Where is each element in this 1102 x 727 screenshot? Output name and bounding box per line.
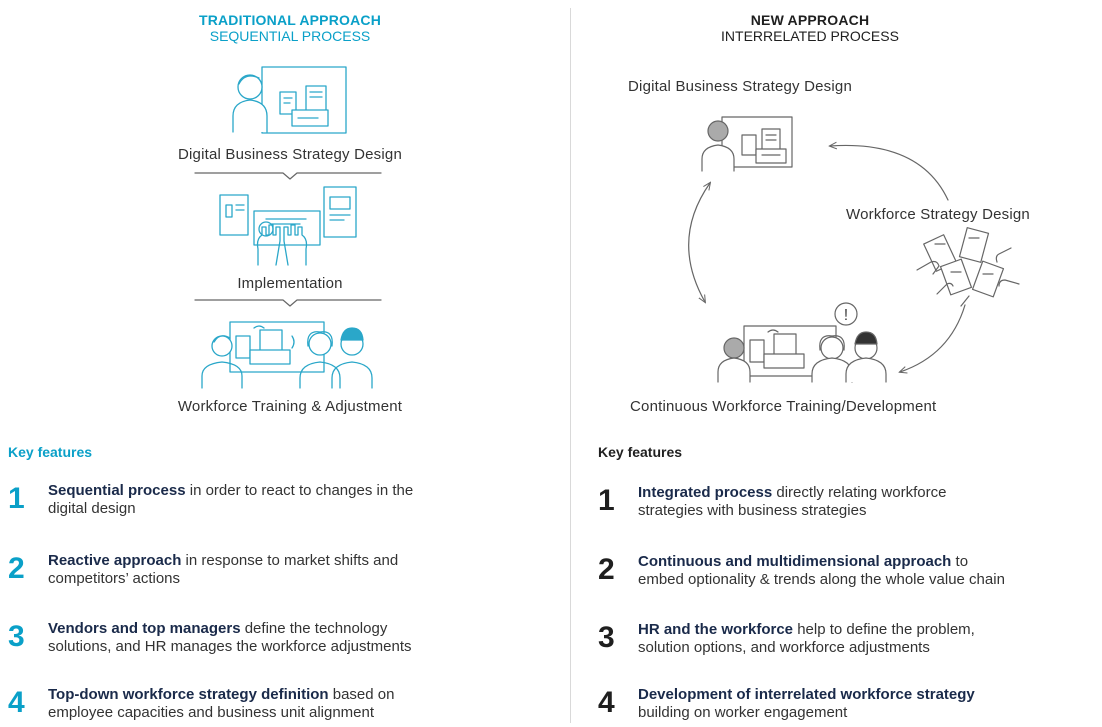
arrow-training-to-design [688,183,710,302]
feature-bold: Development of interrelated workforce st… [638,686,975,703]
right-key-features-title: Key features [598,444,683,460]
feature-text-2: embed optionality & trends along the who… [638,571,1005,588]
right-heading-subtitle: INTERRELATED PROCESS [721,28,899,44]
left-feature-1: 1 Sequential process in order to react t… [8,482,548,522]
arrow-design-to-workforce [830,145,949,201]
left-heading-title: TRADITIONAL APPROACH [198,12,382,28]
left-stage-connector-2 [194,299,382,307]
feature-bold: Continuous and multidimensional approach [638,553,952,570]
feature-text-2: building on worker engagement [638,704,848,721]
feature-text: based on [328,686,395,703]
left-feature-4: 4 Top-down workforce strategy definition… [8,686,548,726]
feature-text: define the technology [240,620,388,637]
feature-number: 3 [8,620,25,653]
column-divider [570,8,571,723]
right-heading: NEW APPROACH INTERRELATED PROCESS [680,12,940,44]
feature-number: 4 [598,686,615,719]
feature-number: 2 [8,552,25,585]
feature-number: 3 [598,621,615,654]
feature-text: directly relating workforce [772,484,947,501]
feature-number: 1 [8,482,25,515]
feature-number: 1 [598,484,615,517]
right-stage-1-label: Digital Business Strategy Design [628,78,853,95]
feature-bold: Reactive approach [48,552,182,569]
left-stage-connector-1 [194,172,382,180]
feature-number: 2 [598,553,615,586]
right-feature-3: 3 HR and the workforce help to define th… [598,621,1098,661]
feature-text: help to define the problem, [793,621,975,638]
feature-text: to [951,553,969,570]
alert-icon: ! [844,307,848,324]
feature-text-2: strategies with business strategies [638,502,867,519]
right-feature-4: 4 Development of interrelated workforce … [598,686,1098,726]
workforce-strategy-illustration [916,227,1020,307]
left-feature-2: 2 Reactive approach in response to marke… [8,552,548,592]
feature-text: in response to market shifts and [181,552,399,569]
feature-bold: Top-down workforce strategy definition [48,686,329,703]
feature-bold: Integrated process [638,484,773,501]
feature-text-2: solutions, and HR manages the workforce … [48,638,412,655]
feature-text-2: competitors’ actions [48,570,180,587]
left-feature-3: 3 Vendors and top managers define the te… [8,620,548,660]
workforce-training-illustration [201,321,373,389]
right-feature-2: 2 Continuous and multidimensional approa… [598,553,1098,593]
left-heading-subtitle: SEQUENTIAL PROCESS [209,28,371,44]
feature-bold: HR and the workforce [638,621,794,638]
left-stage-2-label: Implementation [237,275,343,292]
feature-text-2: solution options, and workforce adjustme… [638,639,930,656]
implementation-illustration [219,186,357,266]
left-stage-3-label: Workforce Training & Adjustment [177,398,403,415]
feature-bold: Sequential process [48,482,186,499]
feature-text: in order to react to changes in the [185,482,414,499]
strategy-design-illustration [232,66,347,134]
feature-text-2: employee capacities and business unit al… [48,704,375,721]
left-key-features-title: Key features [8,444,93,460]
left-stage-1-label: Digital Business Strategy Design [177,146,402,163]
arrow-workforce-to-training [900,304,966,372]
left-heading: TRADITIONAL APPROACH SEQUENTIAL PROCESS [140,12,440,44]
right-stage-3-label: Continuous Workforce Training/Developmen… [630,398,937,415]
right-stage-2-label: Workforce Strategy Design [846,206,1030,223]
feature-number: 4 [8,686,25,719]
right-heading-title: NEW APPROACH [750,12,870,28]
feature-text-2: digital design [48,500,136,517]
right-strategy-design-illustration [701,116,793,172]
feature-bold: Vendors and top managers [48,620,241,637]
right-workforce-training-illustration: ! [717,302,887,383]
right-feature-1: 1 Integrated process directly relating w… [598,484,1098,524]
